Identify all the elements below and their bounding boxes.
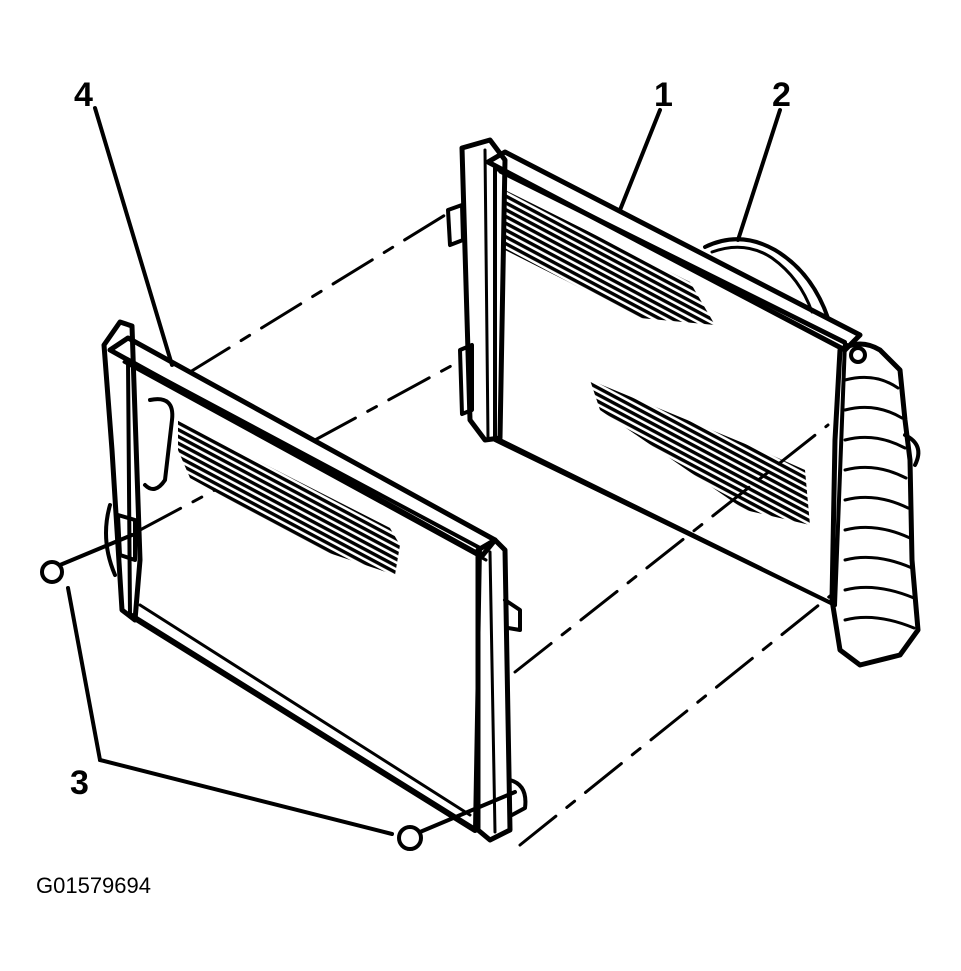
- bolt-lower-right: [397, 790, 517, 851]
- radiator-left-tank: [459, 137, 508, 443]
- fan-shroud: [703, 237, 830, 320]
- leader-lines: [66, 106, 782, 836]
- callout-3: 3: [70, 764, 89, 802]
- radiator-fins-lower: [590, 380, 810, 525]
- callout-1: 1: [654, 76, 673, 114]
- radiator-assembly: [446, 137, 921, 668]
- figure-id: G01579694: [36, 873, 151, 898]
- condenser-fins: [178, 420, 400, 575]
- alignment-lines: [138, 210, 837, 847]
- bolt-upper-left: [40, 533, 134, 584]
- callout-4: 4: [74, 76, 93, 114]
- radiator-right-tank: [829, 341, 921, 668]
- callout-2: 2: [772, 76, 791, 114]
- radiator-fins-upper: [505, 190, 715, 325]
- condenser-assembly: [101, 319, 528, 843]
